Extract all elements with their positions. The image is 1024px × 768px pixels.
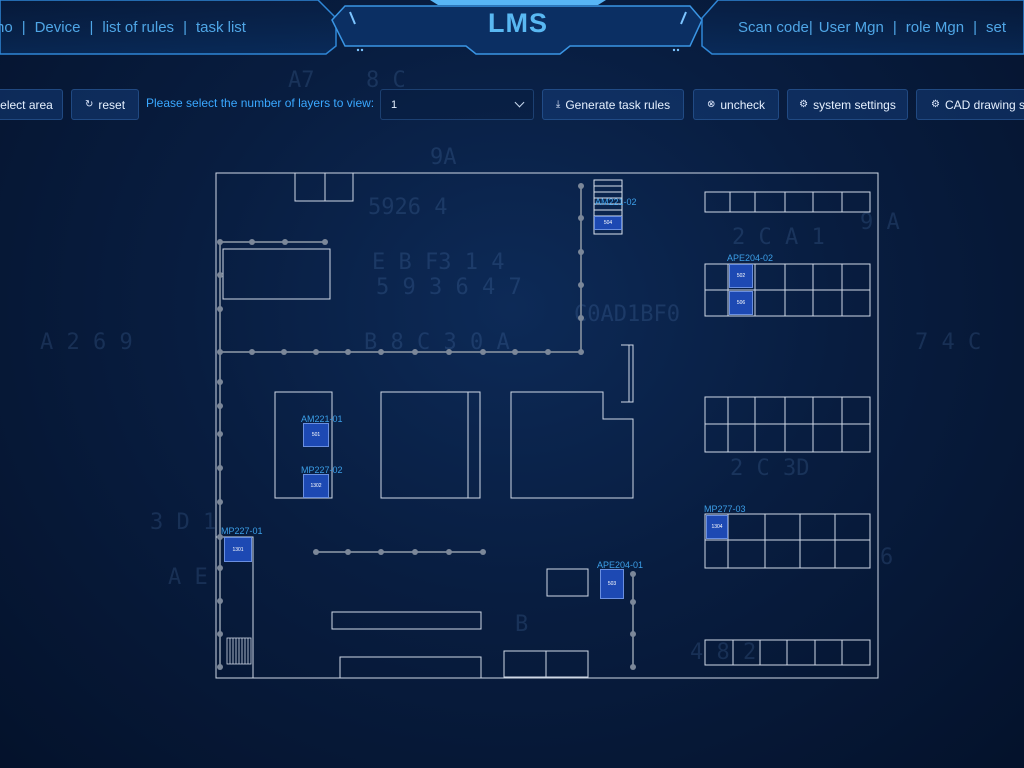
- floor-plan-drawing: [215, 172, 879, 679]
- device-label-mp227-02: MP227-02: [301, 465, 343, 475]
- nav-item-scan-code[interactable]: Scan code: [738, 18, 809, 36]
- nav-item-user-mgn[interactable]: User Mgn: [818, 18, 884, 36]
- nav-item-device[interactable]: Device: [34, 18, 81, 36]
- layer-prompt: Please select the number of layers to vi…: [146, 96, 375, 110]
- gear-icon: ⚙: [931, 99, 940, 110]
- nav-item-home[interactable]: no: [0, 18, 13, 36]
- reset-label: reset: [98, 97, 126, 112]
- app-title: LMS: [488, 8, 548, 38]
- device-label-ape204-01: APE204-01: [597, 560, 644, 570]
- nav-separator: |: [21, 18, 26, 36]
- select-area-button[interactable]: elect area: [0, 89, 63, 120]
- download-icon: ⤓: [555, 99, 561, 110]
- nav-separator: |: [183, 18, 187, 36]
- nav-item-list-of-rules[interactable]: list of rules: [102, 18, 175, 36]
- gear-icon: ⚙: [799, 99, 809, 110]
- layer-select[interactable]: 1: [380, 89, 534, 120]
- device-label-mp227-01: MP227-01: [221, 526, 263, 536]
- reset-button[interactable]: ↻ reset: [71, 89, 139, 120]
- device-am221-01[interactable]: 501: [303, 423, 329, 447]
- generate-label: Generate task rules: [565, 97, 671, 112]
- select-area-label: elect area: [0, 97, 53, 112]
- system-settings-button[interactable]: ⚙ system settings: [787, 89, 908, 120]
- cad-drawing-settings-button[interactable]: ⚙ CAD drawing se: [916, 89, 1024, 120]
- top-header: no | Device | list of rules | task list …: [0, 0, 1024, 60]
- device-label-am221-01: AM221-01: [301, 414, 343, 424]
- generate-task-rules-button[interactable]: ⤓ Generate task rules: [542, 89, 684, 120]
- device-label-am221-02: AM221-02: [595, 197, 637, 207]
- system-settings-label: system settings: [813, 97, 896, 112]
- uncheck-button[interactable]: ⊗ uncheck: [693, 89, 779, 120]
- close-circle-icon: ⊗: [706, 99, 716, 110]
- nav-item-task-list[interactable]: task list: [195, 18, 246, 36]
- nav-right: Scan code | User Mgn | role Mgn | set: [702, 0, 1024, 54]
- chevron-down-icon: [514, 97, 525, 108]
- device-mp227-01[interactable]: 1301: [224, 537, 252, 562]
- device-mp277-03[interactable]: 1304: [706, 515, 728, 539]
- refresh-icon: ↻: [84, 99, 94, 110]
- nav-item-set[interactable]: set: [986, 18, 1007, 36]
- device-ape204-01[interactable]: 503: [600, 569, 624, 599]
- device-ape204-02-upper[interactable]: 502: [729, 264, 753, 288]
- nav-left: no | Device | list of rules | task list: [0, 0, 336, 54]
- layer-select-value: 1: [391, 98, 398, 111]
- floor-plan[interactable]: AM221-02 APE204-02 AM221-01 MP227-02 MP2…: [215, 172, 879, 679]
- toolbar: elect area ↻ reset Please select the num…: [0, 89, 1024, 120]
- device-label-ape204-02: APE204-02: [727, 253, 774, 263]
- device-am221-02[interactable]: 504: [594, 216, 622, 230]
- uncheck-label: uncheck: [720, 97, 766, 112]
- nav-separator: |: [892, 18, 897, 36]
- device-mp227-02[interactable]: 1302: [303, 474, 329, 498]
- device-ape204-02-lower[interactable]: 506: [729, 291, 753, 315]
- nav-separator: |: [808, 18, 813, 36]
- device-label-mp277-03: MP277-03: [704, 504, 746, 514]
- nav-item-role-mgn[interactable]: role Mgn: [905, 18, 965, 36]
- cad-settings-label: CAD drawing se: [944, 97, 1024, 112]
- nav-separator: |: [973, 18, 977, 36]
- nav-separator: |: [89, 18, 94, 36]
